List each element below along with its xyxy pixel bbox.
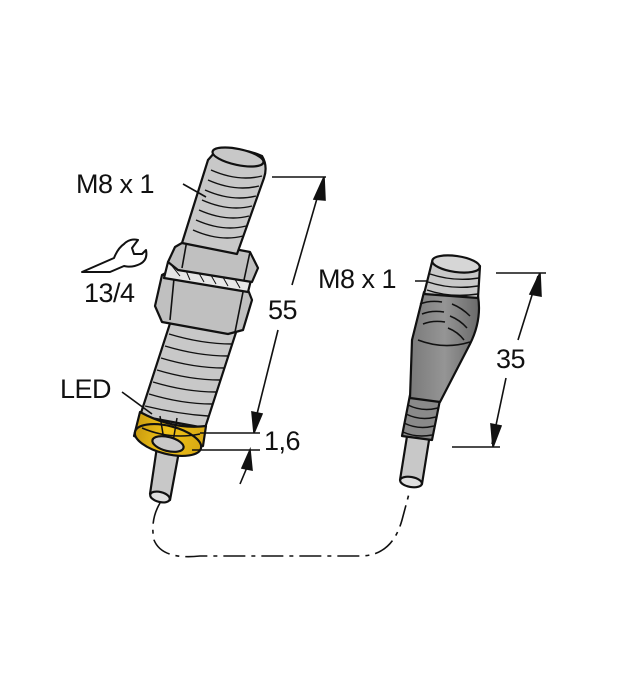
connector <box>398 254 482 489</box>
dimension-35-label: 35 <box>496 344 526 374</box>
dimension-55-label: 55 <box>268 295 298 325</box>
wrench-icon <box>81 238 148 273</box>
dimension-35 <box>452 272 546 448</box>
led-leader <box>121 391 153 415</box>
connector-thread-label: M8 x 1 <box>318 264 397 294</box>
dimension-55 <box>192 176 326 485</box>
connector-body <box>408 290 481 404</box>
dimension-1-6-label: 1,6 <box>264 426 301 456</box>
cable-dash-dot <box>152 489 411 558</box>
sensor-thread-label: M8 x 1 <box>76 169 155 199</box>
led-label: LED <box>60 374 112 404</box>
sensor <box>132 146 267 504</box>
sensor-upper-thread-lines <box>192 169 263 239</box>
connector-cable-stub <box>398 428 432 489</box>
connector-coupling-nut <box>422 254 482 300</box>
sensor-thread-leader <box>182 183 207 198</box>
wrench-size-label: 13/4 <box>84 278 135 308</box>
led-ring <box>132 410 208 457</box>
connector-grip-slots <box>419 300 471 341</box>
